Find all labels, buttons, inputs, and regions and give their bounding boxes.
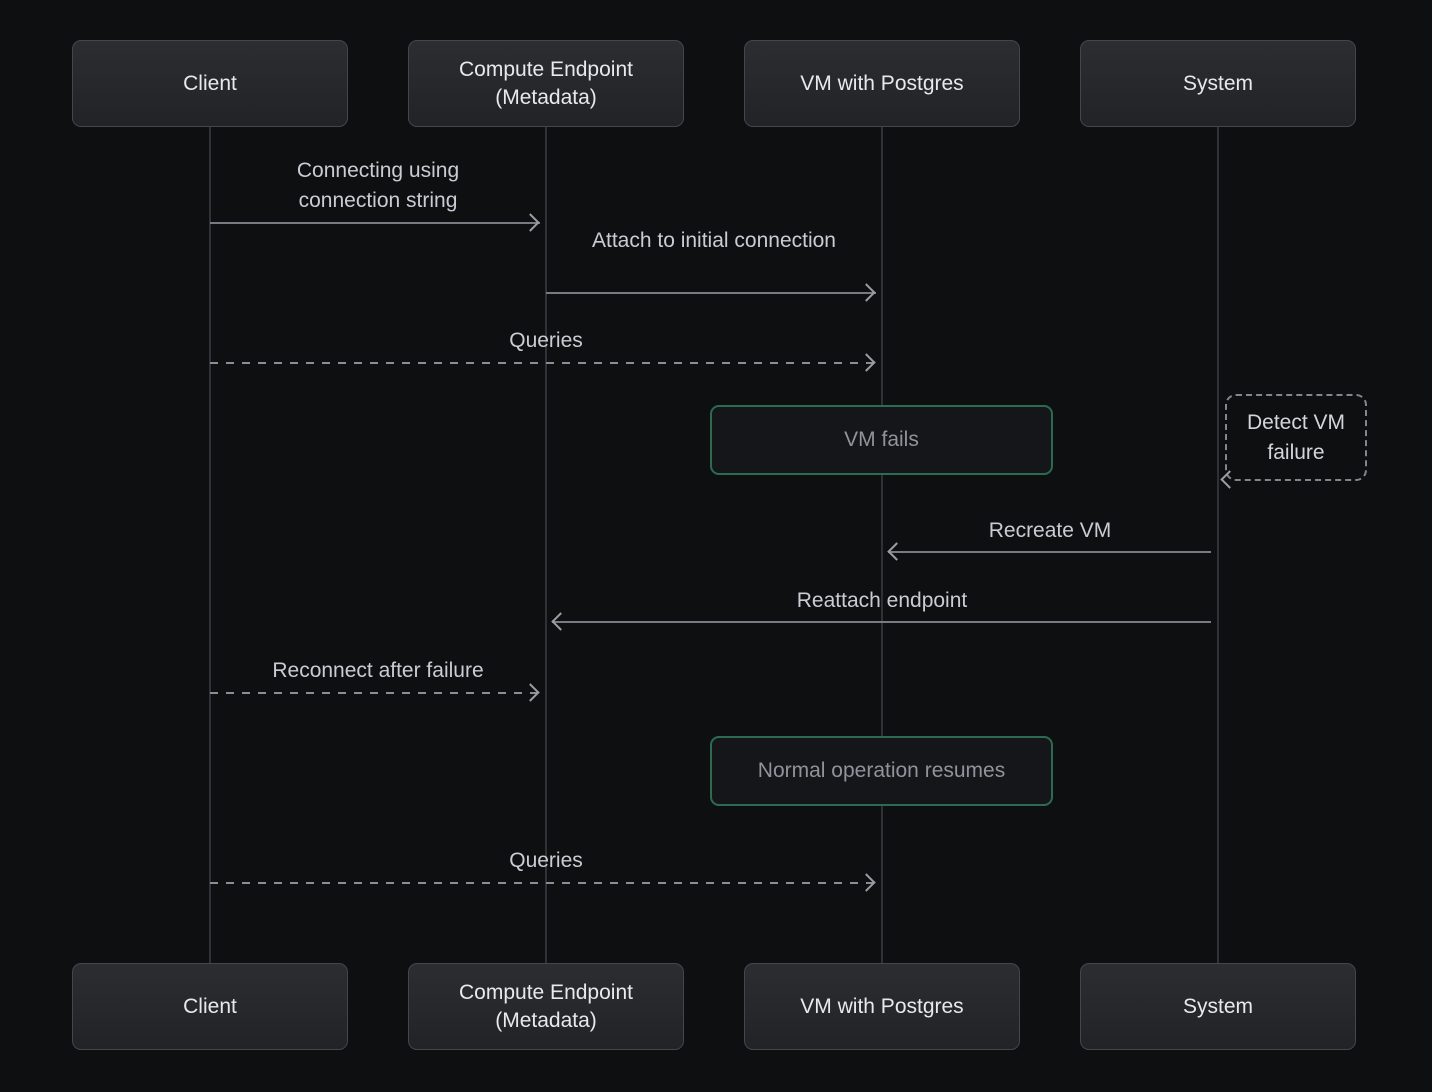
actor-label: System	[1182, 994, 1253, 1018]
lifeline-system	[1217, 127, 1219, 963]
arrowhead-right-icon	[857, 873, 876, 892]
actor-label: VM with Postgres	[800, 71, 964, 95]
actor-vm-with-postgres-bottom: VM with Postgres	[744, 963, 1020, 1050]
note-label: VM fails	[844, 428, 919, 451]
actor-vm-with-postgres-top: VM with Postgres	[744, 40, 1020, 127]
lifeline-compute-endpoint	[545, 127, 547, 963]
actor-label: Compute Endpoint (Metadata)	[459, 980, 633, 1032]
actor-compute-endpoint-top: Compute Endpoint (Metadata)	[408, 40, 684, 127]
message-line	[210, 882, 876, 884]
note-normal-operation: Normal operation resumes	[710, 736, 1053, 806]
note-detect-vm-failure: Detect VM failure	[1225, 394, 1367, 481]
lifeline-vm-with-postgres	[881, 127, 883, 963]
arrowhead-right-icon	[521, 213, 540, 232]
message-label-connecting: Connecting using connection string	[296, 159, 460, 212]
actor-label: Client	[183, 994, 237, 1018]
actor-system-top: System	[1080, 40, 1356, 127]
actor-client-bottom: Client	[72, 963, 348, 1050]
message-label-recreate-vm: Recreate VM	[988, 519, 1112, 542]
message-line	[210, 222, 540, 224]
actor-label: System	[1182, 71, 1253, 95]
message-line	[210, 362, 876, 364]
lifeline-client	[209, 127, 211, 963]
message-label-queries-1: Queries	[509, 329, 583, 352]
message-label-reattach: Reattach endpoint	[796, 589, 968, 612]
actor-label: Client	[183, 71, 237, 95]
arrowhead-left-icon	[887, 542, 906, 561]
note-vm-fails: VM fails	[710, 405, 1053, 475]
note-label: Detect VM failure	[1246, 410, 1346, 464]
arrowhead-left-icon	[551, 612, 570, 631]
message-label-queries-2: Queries	[509, 849, 583, 872]
note-label: Normal operation resumes	[757, 759, 1006, 782]
actor-label: Compute Endpoint (Metadata)	[459, 57, 633, 109]
actor-system-bottom: System	[1080, 963, 1356, 1050]
actor-client-top: Client	[72, 40, 348, 127]
message-label-reconnect: Reconnect after failure	[272, 659, 484, 682]
actor-label: VM with Postgres	[800, 994, 964, 1018]
message-line	[888, 551, 1211, 553]
message-label-attach: Attach to initial connection	[592, 229, 836, 252]
arrowhead-right-icon	[521, 683, 540, 702]
message-line	[210, 692, 540, 694]
message-line	[546, 292, 876, 294]
message-line	[552, 621, 1211, 623]
arrowhead-right-icon	[857, 353, 876, 372]
actor-compute-endpoint-bottom: Compute Endpoint (Metadata)	[408, 963, 684, 1050]
arrowhead-right-icon	[857, 283, 876, 302]
